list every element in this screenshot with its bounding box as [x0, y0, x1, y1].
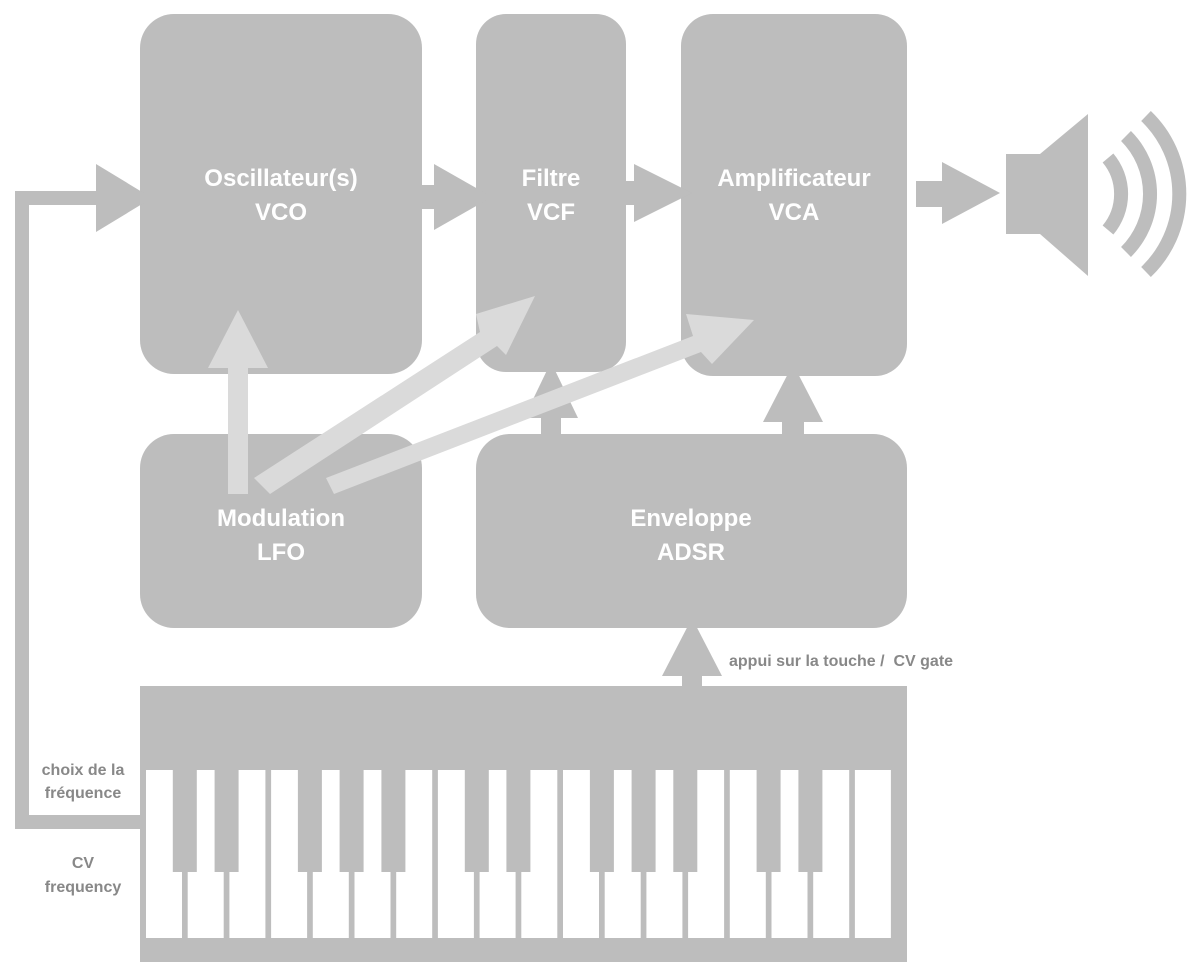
black-key	[756, 770, 781, 872]
arrow-vco-vcf	[434, 164, 492, 230]
arrow-into-vco	[96, 164, 152, 232]
frequency-choice-label-2: fréquence	[45, 785, 122, 802]
modulation-arrows	[208, 296, 754, 494]
arrow-lfo-vco	[208, 310, 268, 368]
gate-label: appui sur la touche / CV gate	[729, 653, 953, 670]
arrow-adsr-vca	[763, 364, 823, 422]
black-key	[381, 770, 406, 872]
frequency-choice-label-1: choix de la	[42, 762, 125, 779]
cv-frequency-label: frequency	[45, 879, 122, 896]
lfo-title: Modulation	[217, 505, 345, 532]
black-key	[339, 770, 364, 872]
vcf-title: Filtre	[522, 165, 581, 192]
lfo-subtitle: LFO	[257, 539, 305, 566]
arrow-gate-adsr	[662, 618, 722, 676]
lfo-vco-shaft	[228, 360, 248, 494]
vca-out-shaft	[916, 181, 946, 207]
white-key	[854, 770, 891, 938]
black-keys	[172, 770, 823, 872]
keyboard-icon	[140, 686, 907, 962]
black-key	[172, 770, 197, 872]
adsr-block	[476, 434, 907, 628]
arrow-lfo-vca	[326, 314, 754, 494]
arrow-lfo-vcf	[254, 296, 535, 494]
vcf-vca-shaft	[614, 181, 636, 205]
vca-block	[681, 14, 907, 376]
black-key	[798, 770, 823, 872]
black-key	[589, 770, 614, 872]
black-key	[506, 770, 531, 872]
vca-title: Amplificateur	[717, 165, 870, 192]
black-key	[214, 770, 239, 872]
vco-subtitle: VCO	[255, 199, 307, 226]
cv-label: CV	[72, 855, 95, 872]
adsr-vcf-shaft	[541, 412, 561, 448]
vca-subtitle: VCA	[769, 199, 820, 226]
arrow-vca-speaker	[942, 162, 1000, 224]
vcf-block	[476, 14, 626, 372]
vcf-subtitle: VCF	[527, 199, 575, 226]
vco-vcf-shaft	[412, 185, 436, 209]
black-key	[631, 770, 656, 872]
black-key	[297, 770, 322, 872]
vco-title: Oscillateur(s)	[204, 165, 357, 192]
speaker-icon	[1006, 110, 1187, 278]
arrow-vcf-vca	[634, 164, 692, 222]
adsr-subtitle: ADSR	[657, 539, 725, 566]
black-key	[464, 770, 489, 872]
vco-block	[140, 14, 422, 374]
adsr-title: Enveloppe	[630, 505, 751, 532]
cv-frequency-line	[15, 191, 150, 829]
black-key	[673, 770, 698, 872]
